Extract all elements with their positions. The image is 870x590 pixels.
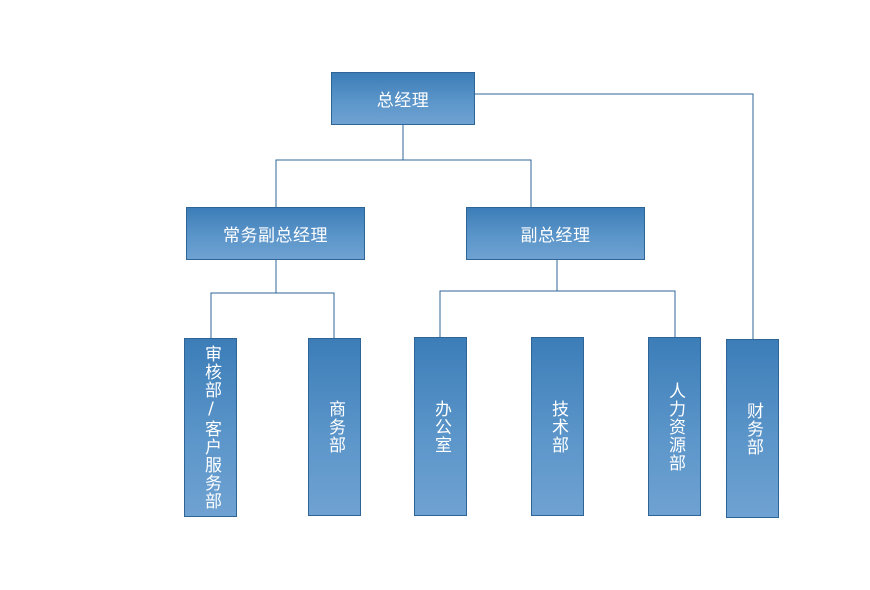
dept-audit-customer-service-label: 审核部/客户服务部 — [201, 345, 221, 510]
dept-technology: 技术部 — [531, 337, 584, 516]
dept-commerce-label: 商务部 — [325, 400, 345, 454]
general-manager-box: 总经理 — [331, 72, 475, 125]
deputy-manager-label: 副总经理 — [520, 226, 591, 246]
dept-human-resources: 人力资源部 — [648, 337, 701, 516]
connector-gm-branch — [275, 159, 532, 207]
dept-office-label: 办公室 — [431, 399, 451, 454]
deputy-manager-box: 副总经理 — [466, 207, 645, 260]
general-manager-label: 总经理 — [376, 91, 430, 111]
dept-technology-label: 技术部 — [548, 399, 568, 454]
connector-deputy-branch — [439, 290, 676, 337]
executive-deputy-box: 常务副总经理 — [186, 207, 365, 260]
dept-audit-customer-service: 审核部/客户服务部 — [184, 338, 237, 517]
dept-office: 办公室 — [414, 337, 467, 516]
connector-gm-finance — [475, 93, 754, 339]
executive-deputy-label: 常务副总经理 — [223, 226, 328, 246]
dept-commerce: 商务部 — [308, 338, 361, 516]
dept-finance-label: 财务部 — [743, 401, 763, 456]
connector-exec-branch — [210, 292, 335, 338]
dept-finance: 财务部 — [726, 339, 779, 518]
dept-human-resources-label: 人力资源部 — [665, 381, 685, 472]
